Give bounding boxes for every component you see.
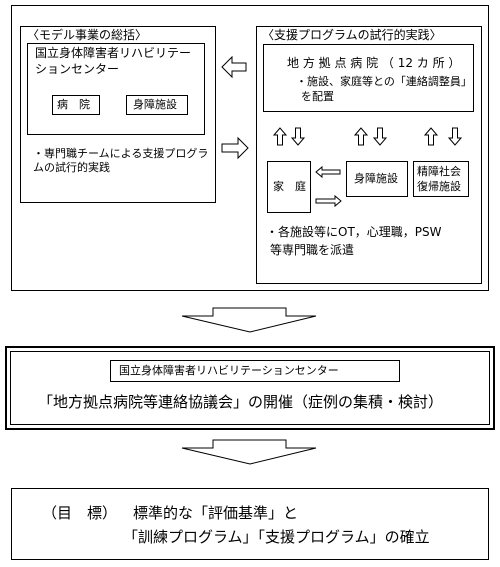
down-arrow-icon-3 — [447, 127, 463, 146]
disability-facility-box-right — [346, 161, 408, 197]
home-label: 家 庭 — [273, 180, 306, 193]
up-arrow-icon-3 — [423, 127, 439, 146]
goal-line2: 「訓練プログラム」「支援プログラム」の確立 — [123, 528, 430, 546]
down-arrow-large-icon-2 — [181, 439, 317, 465]
left-arrow-small-icon — [315, 165, 341, 179]
mental-facility-line1: 精障社会 — [417, 165, 461, 178]
support-program-heading: 〈支援プログラムの試行的実践〉 — [262, 28, 442, 42]
disability-facility-label-left: 身障施設 — [133, 98, 177, 111]
regional-hospital-title: 地 方 拠 点 病 院 （ 12 カ 所 ） — [287, 56, 461, 70]
down-arrow-large-icon-1 — [181, 307, 317, 333]
center-name-box-middle — [110, 360, 400, 382]
regional-hospital-box — [263, 44, 474, 112]
national-center-name: 国立身体障害者リハビリテーションセンター — [35, 45, 199, 77]
council-meeting-text: 「地方拠点病院等連絡協議会」の開催（症例の集積・検討） — [38, 393, 444, 411]
dispatch-line1: ・各施設等にOT，心理職，PSW — [266, 225, 442, 239]
model-project-heading: 〈モデル事業の総括〉 — [27, 28, 148, 42]
goal-label: （目 標） — [42, 504, 118, 522]
coordinator-line2: を配置 — [301, 90, 334, 103]
council-inner-frame — [10, 351, 490, 425]
council-outer-frame — [5, 346, 495, 430]
disability-facility-label-right: 身障施設 — [354, 172, 398, 185]
mental-facility-box — [413, 161, 469, 197]
goal-box — [11, 488, 489, 560]
team-note-line2: ムの試行的実践 — [33, 161, 110, 174]
down-arrow-icon-2 — [372, 127, 388, 146]
mental-facility-line2: 復帰施設 — [417, 180, 461, 193]
right-arrow-icon — [221, 136, 249, 160]
national-center-box — [27, 43, 205, 135]
up-arrow-icon-2 — [353, 127, 369, 146]
right-arrow-small-icon — [315, 194, 342, 208]
disability-facility-box-left — [126, 95, 188, 115]
dispatch-line2: 等専門職を派遣 — [270, 243, 355, 257]
hospital-label: 病 院 — [57, 98, 90, 111]
down-arrow-icon-1 — [290, 127, 306, 146]
hospital-box — [52, 95, 100, 115]
team-note-line1: ・専門職チームによる支援プログラ — [33, 147, 209, 160]
up-arrow-icon-1 — [272, 127, 288, 146]
left-arrow-icon — [221, 55, 247, 79]
coordinator-line1: ・施設、家庭等との「連絡調整員」 — [296, 75, 472, 88]
center-name-middle: 国立身体障害者リハビリテーションセンター — [119, 364, 339, 377]
home-box — [267, 161, 311, 213]
goal-line1: 標準的な「評価基準」と — [133, 504, 299, 522]
national-center-name-text: 国立身体障害者リハビリテーションセンター — [35, 46, 192, 76]
